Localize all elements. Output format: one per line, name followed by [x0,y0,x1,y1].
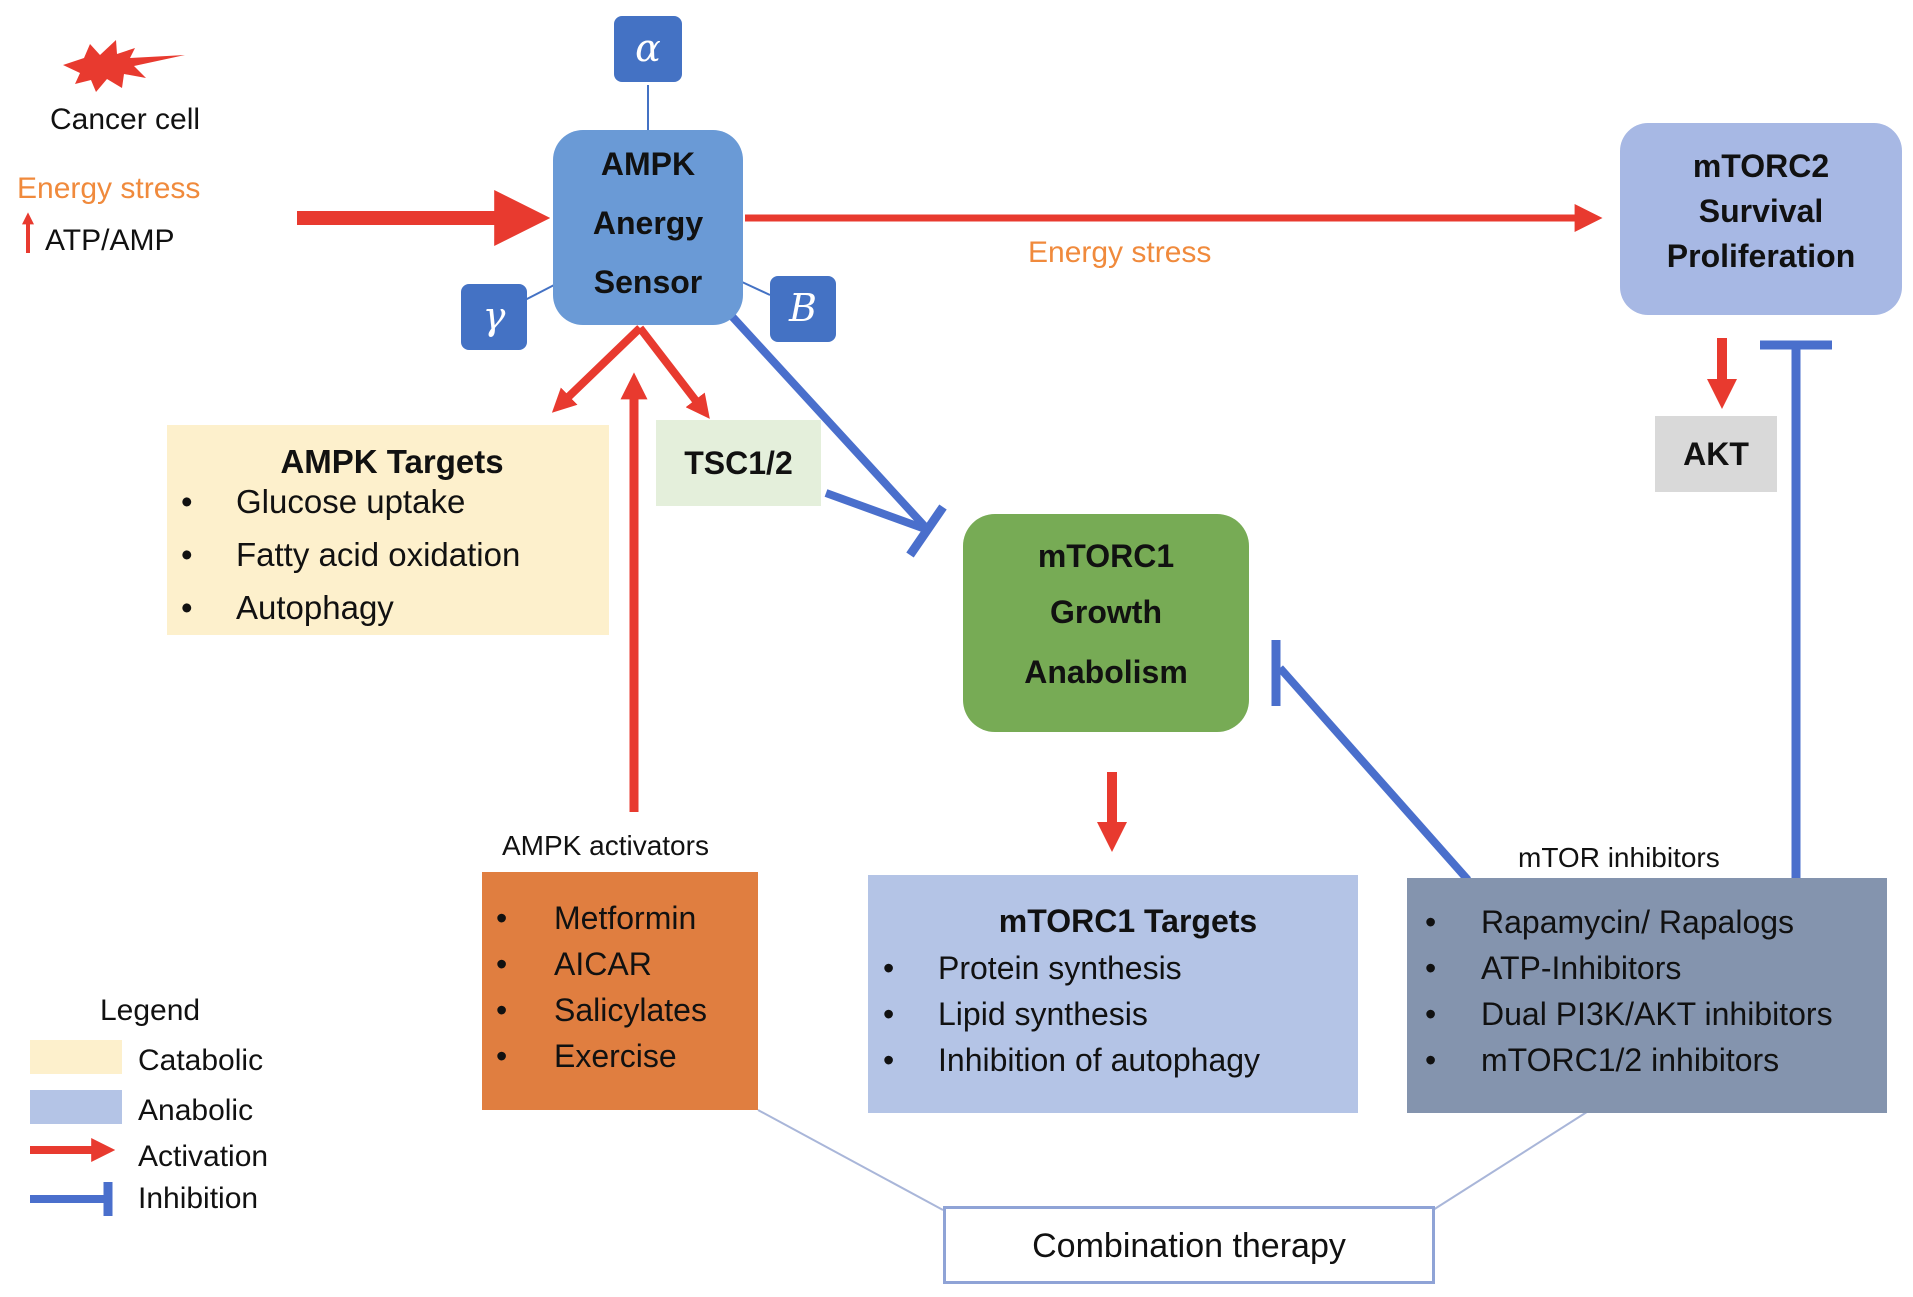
atp-amp-label: ATP/AMP [45,224,175,257]
activator-label: Exercise [554,1038,677,1074]
gamma-stalk [524,282,559,301]
ampk-targets-title: AMPK Targets [280,443,504,480]
mtorc1-node-line-3: Anabolism [1024,654,1188,690]
ampk-target-label: Autophagy [236,589,394,626]
starburst-icon [63,40,185,92]
combination-therapy-box: Combination therapy [943,1206,1435,1284]
mtorc1-node: mTORC1 Growth Anabolism [963,514,1249,732]
alpha-subunit: α [614,16,682,82]
inhibitor-label: ATP-Inhibitors [1481,950,1682,986]
beta-subunit: B [770,276,836,342]
ampk-node-line-1: AMPK [600,146,696,182]
mtorc1-targets-title: mTORC1 Targets [998,903,1258,939]
ampk-node-line-2: Anergy [592,205,704,241]
mtor-inhibitors-caption: mTOR inhibitors [1518,842,1720,873]
inhibitor-label: mTORC1/2 inhibitors [1481,1042,1780,1078]
activator-label: Salicylates [554,992,707,1028]
energy-stress-edge-label: Energy stress [1028,236,1212,269]
legend-title: Legend [100,994,201,1027]
activators-to-combination-line [757,1109,944,1211]
beta-stalk [741,281,771,296]
mtorc1-node-line-1: mTORC1 [1037,538,1175,574]
legend-anabolic-swatch [30,1090,122,1124]
mtorc1-targets-panel: mTORC1 Targets • Protein synthesis • Lip… [868,875,1358,1113]
ampk-activators-caption: AMPK activators [502,830,709,861]
mtorc2-node: mTORC2 Survival Proliferation [1620,123,1902,315]
mtorc1-target-label: Inhibition of autophagy [938,1042,1261,1078]
energy-stress-input-label: Energy stress [17,172,201,205]
inhibitors-to-combination-line [1432,1109,1591,1211]
mtor-inhibitors-panel: • Rapamycin/ Rapalogs • ATP-Inhibitors •… [1407,878,1887,1113]
ampk-inhibits-mtorc1-line [725,309,931,533]
ampk-to-targets-arrow [551,325,643,413]
ampk-node-line-3: Sensor [593,264,703,300]
activator-label: AICAR [554,946,652,982]
akt-node: AKT [1655,416,1777,492]
ampk-node: AMPK Anergy Sensor [553,130,743,325]
activator-label: Metformin [554,900,697,936]
legend-anabolic-label: Anabolic [138,1094,254,1127]
ampk-targets-panel: AMPK Targets • Glucose uptake • Fatty ac… [167,425,609,635]
mtorc2-node-line-3: Proliferation [1666,238,1856,274]
gamma-subunit: γ [461,284,527,350]
legend-catabolic-label: Catabolic [138,1044,264,1077]
ampk-to-tsc-arrow [636,325,710,419]
mtorc2-node-line-2: Survival [1698,193,1824,229]
inhibitors-inhibit-mtorc1-line [1277,665,1471,883]
cancer-cell-label: Cancer cell [50,103,201,136]
inhibitor-label: Rapamycin/ Rapalogs [1481,904,1795,940]
tsc-inhibits-mtorc1-line [824,489,930,534]
mtorc1-target-label: Protein synthesis [938,950,1182,986]
mtorc1-inhibition-bar [906,504,947,558]
mtorc2-node-line-1: mTORC2 [1692,148,1830,184]
ampk-target-label: Glucose uptake [236,483,466,520]
inhibitor-label: Dual PI3K/AKT inhibitors [1481,996,1833,1032]
tsc-node: TSC1/2 [656,420,821,506]
legend-activation-label: Activation [138,1140,269,1173]
ampk-activators-panel: • Metformin • AICAR • Salicylates • Exer… [482,872,758,1110]
mtorc1-node-line-2: Growth [1050,594,1162,630]
legend-inhibition-label: Inhibition [138,1182,259,1215]
mtorc1-target-label: Lipid synthesis [938,996,1148,1032]
legend-catabolic-swatch [30,1040,122,1074]
ampk-target-label: Fatty acid oxidation [236,536,521,573]
